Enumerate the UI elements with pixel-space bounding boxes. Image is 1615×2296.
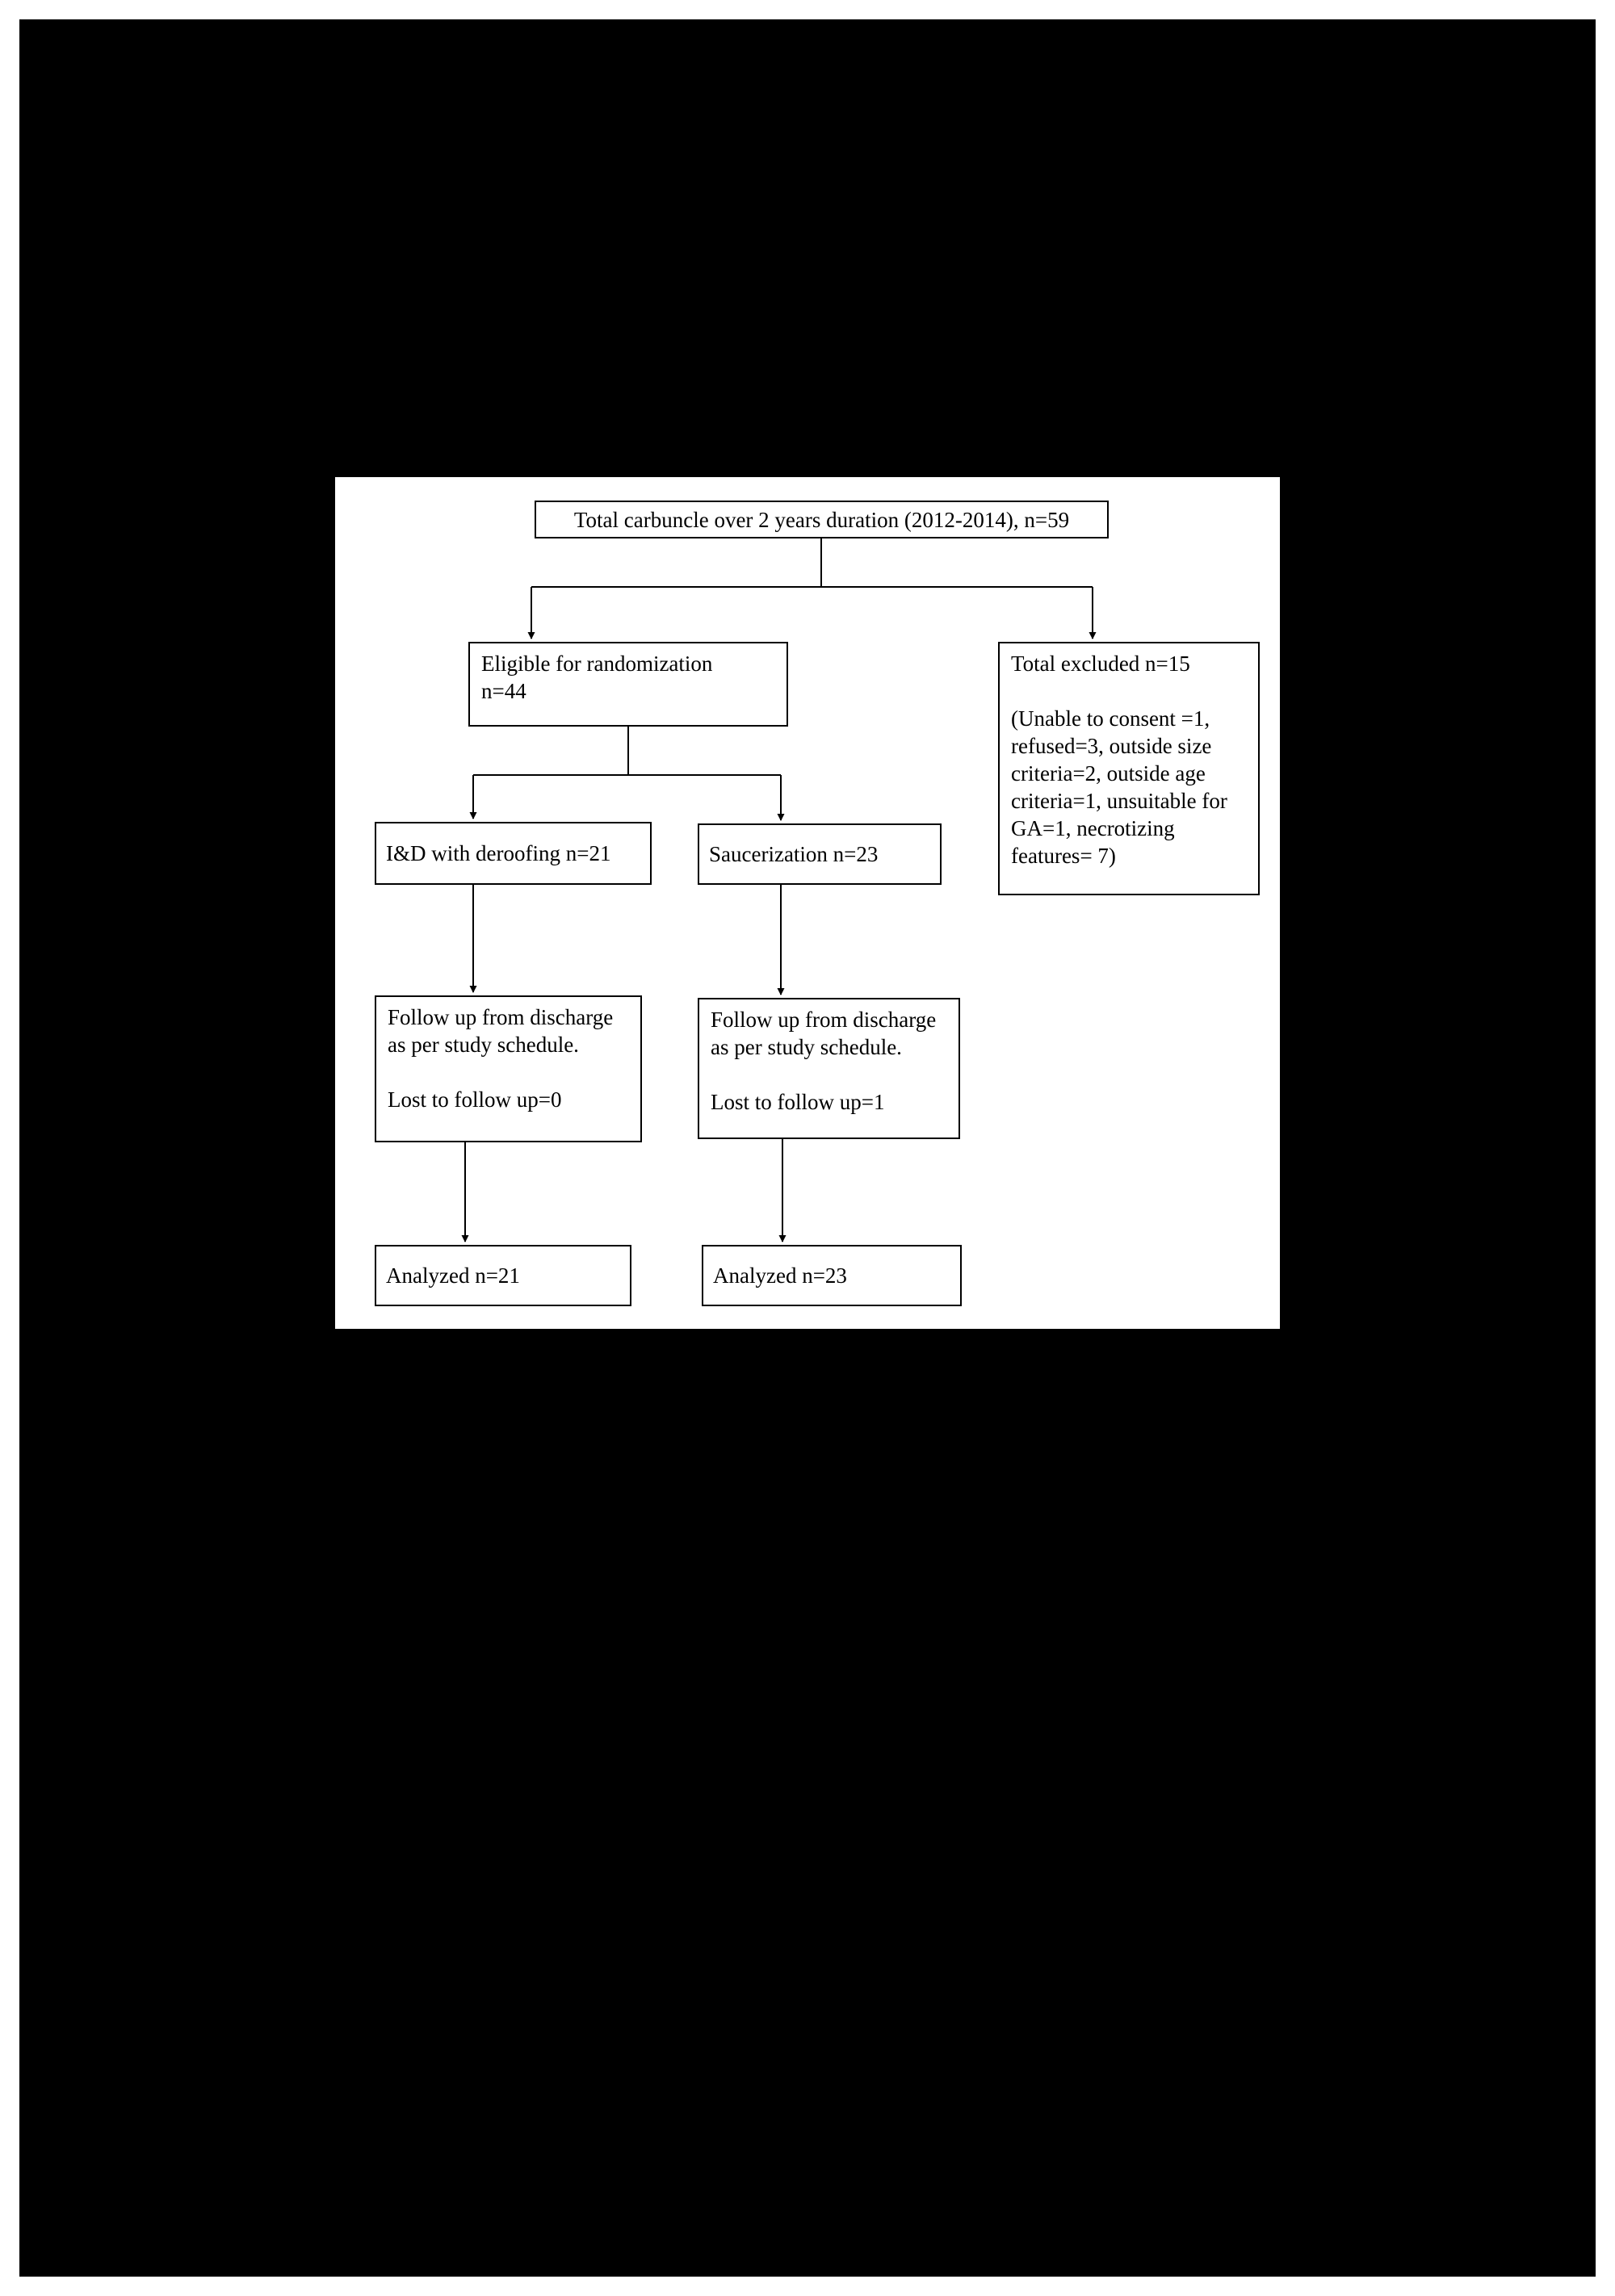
total-excluded-box: Total excluded n=15 (Unable to consent =… [998,642,1260,895]
followup-left-box: Follow up from discharge as per study sc… [375,995,642,1142]
id-deroofing-box: I&D with deroofing n=21 [375,822,652,885]
eligible-randomization-box: Eligible for randomization n=44 [468,642,788,727]
flowchart-panel: Total carbuncle over 2 years duration (2… [335,477,1280,1329]
connector-lines [461,538,1097,1242]
analyzed-left-box: Analyzed n=21 [375,1245,631,1306]
saucerization-box: Saucerization n=23 [698,823,942,885]
total-carbuncle-box: Total carbuncle over 2 years duration (2… [535,501,1109,538]
analyzed-right-box: Analyzed n=23 [702,1245,962,1306]
followup-right-box: Follow up from discharge as per study sc… [698,998,960,1139]
